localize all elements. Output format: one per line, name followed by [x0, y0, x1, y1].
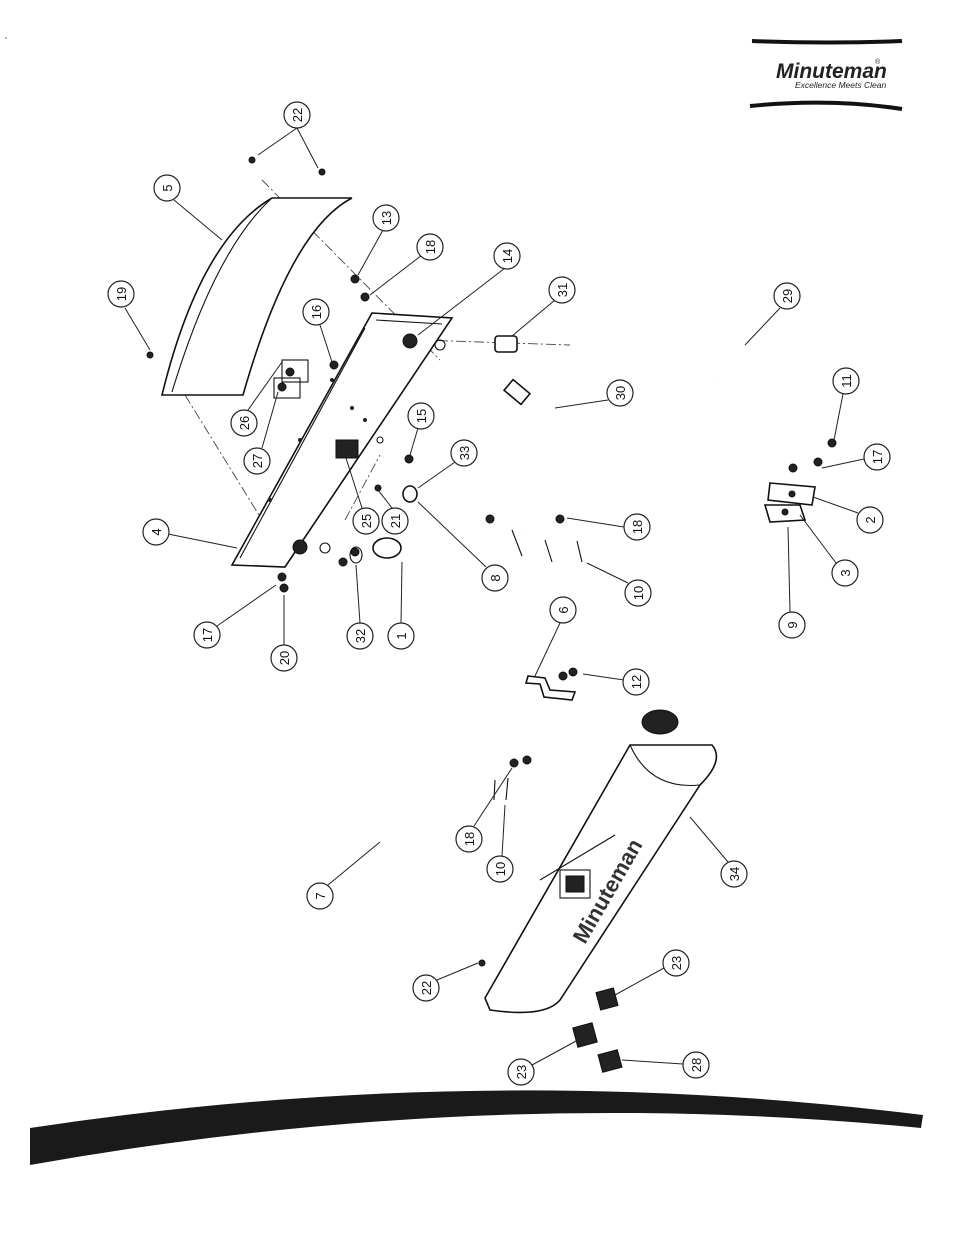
svg-text:18: 18	[630, 520, 645, 534]
callout-22-bottom: 22	[412, 962, 479, 1002]
logo-tagline: Excellence Meets Clean	[795, 80, 886, 90]
callout-6: 6	[534, 596, 577, 677]
callout-13: 13	[357, 204, 400, 276]
part-30-power-cord	[502, 378, 583, 532]
logo-registered-mark: ®	[875, 58, 881, 66]
callout-2: 2	[812, 496, 884, 534]
callout-8: 8	[417, 501, 509, 592]
callout-34: 34	[689, 816, 748, 888]
callout-23-right: 23	[614, 949, 690, 996]
callout-33: 33	[417, 439, 478, 489]
callout-17-right: 17	[821, 443, 891, 471]
svg-text:22: 22	[290, 108, 305, 122]
svg-text:32: 32	[353, 629, 368, 643]
callout-18-top: 18	[369, 233, 444, 296]
svg-text:6: 6	[556, 606, 571, 613]
svg-text:2: 2	[863, 516, 878, 523]
callout-7: 7	[306, 841, 381, 910]
svg-text:19: 19	[114, 287, 129, 301]
logo-brand-text: Minuteman	[776, 60, 887, 83]
svg-text:3: 3	[838, 569, 853, 576]
svg-text:25: 25	[359, 514, 374, 528]
callout-10-lower: 10	[486, 804, 514, 883]
part-7-frame-tube	[299, 507, 679, 847]
svg-text:22: 22	[419, 981, 434, 995]
svg-text:12: 12	[629, 675, 644, 689]
corner-mark	[5, 37, 7, 39]
svg-text:11: 11	[839, 374, 854, 388]
callout-26: 26	[230, 361, 283, 437]
callout-3: 3	[799, 514, 859, 587]
callout-17-left: 17	[193, 584, 277, 649]
svg-text:27: 27	[250, 454, 265, 468]
callout-16: 16	[302, 298, 333, 363]
callout-10-right: 10	[586, 562, 652, 607]
svg-text:26: 26	[237, 416, 252, 430]
svg-text:18: 18	[462, 832, 477, 846]
logo-bottom-swoosh	[749, 100, 903, 111]
svg-text:8: 8	[488, 574, 503, 581]
callout-22-top: 22	[257, 101, 319, 169]
callout-21: 21	[377, 489, 409, 535]
callout-9: 9	[778, 526, 806, 639]
svg-text:16: 16	[309, 305, 324, 319]
small-hardware	[146, 156, 837, 967]
callout-14: 14	[417, 242, 521, 336]
svg-text:9: 9	[785, 621, 800, 628]
part-2-handle-frame	[434, 474, 816, 645]
callout-1: 1	[387, 561, 415, 650]
svg-text:29: 29	[780, 289, 795, 303]
part-5-hood	[160, 197, 353, 396]
callout-29: 29	[744, 282, 801, 346]
callout-25: 25	[344, 454, 380, 535]
callout-12: 12	[582, 668, 650, 696]
callout-11: 11	[832, 367, 860, 441]
minuteman-logo: Minuteman ® Excellence Meets Clean	[749, 39, 903, 111]
svg-text:23: 23	[669, 956, 684, 970]
part-4-control-panel	[230, 312, 454, 568]
callout-4: 4	[142, 518, 238, 549]
callout-23-left: 23	[507, 1039, 579, 1086]
svg-text:17: 17	[870, 450, 885, 464]
svg-text:13: 13	[379, 211, 394, 225]
svg-text:23: 23	[514, 1065, 529, 1079]
part-29-31-hose	[494, 334, 749, 383]
svg-text:17: 17	[200, 628, 215, 642]
callout-32: 32	[346, 564, 374, 650]
part-23-28-hardware	[572, 987, 623, 1073]
svg-text:14: 14	[500, 249, 515, 263]
callout-5: 5	[153, 174, 223, 241]
part-6-bracket	[524, 675, 577, 701]
callouts: 22 5 13 18 14 31 29	[107, 101, 891, 1086]
callout-31: 31	[511, 276, 576, 337]
svg-text:4: 4	[149, 528, 164, 535]
part-26-27-switches	[273, 359, 309, 399]
svg-text:28: 28	[689, 1058, 704, 1072]
callout-19: 19	[107, 280, 151, 351]
logo-top-swoosh	[751, 39, 903, 45]
svg-text:15: 15	[414, 409, 429, 423]
svg-text:5: 5	[160, 184, 175, 191]
svg-text:10: 10	[631, 586, 646, 600]
svg-text:18: 18	[423, 240, 438, 254]
callout-18-mid: 18	[566, 513, 651, 541]
svg-text:7: 7	[313, 892, 328, 899]
callout-18-lower: 18	[455, 767, 513, 853]
svg-text:1: 1	[394, 632, 409, 639]
callout-27: 27	[243, 391, 279, 475]
svg-text:30: 30	[613, 386, 628, 400]
callout-15: 15	[407, 402, 435, 456]
svg-text:31: 31	[555, 283, 570, 297]
svg-text:10: 10	[493, 862, 508, 876]
svg-text:33: 33	[457, 446, 472, 460]
footer-swoosh	[30, 1090, 923, 1165]
svg-text:20: 20	[277, 651, 292, 665]
callout-30: 30	[554, 379, 634, 409]
callout-28: 28	[621, 1051, 710, 1079]
callout-20: 20	[270, 595, 298, 672]
svg-text:34: 34	[727, 867, 742, 881]
svg-text:21: 21	[388, 514, 403, 528]
